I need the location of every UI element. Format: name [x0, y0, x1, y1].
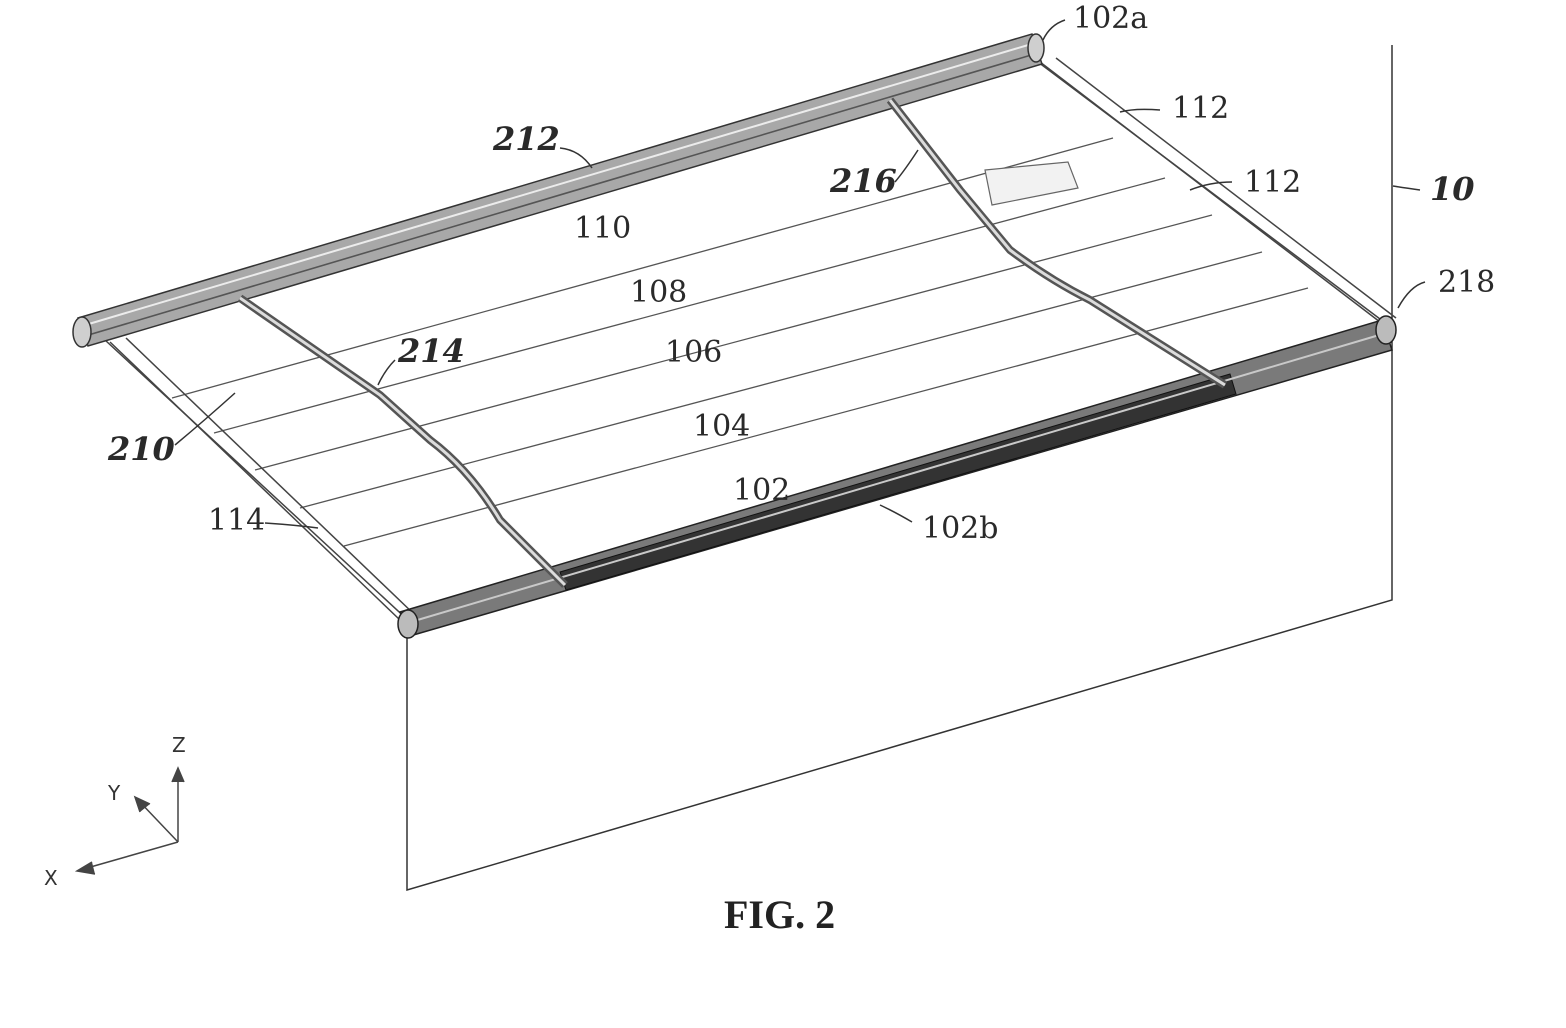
label-112-lower: 112	[1244, 165, 1301, 200]
label-218: 218	[1438, 265, 1495, 300]
label-210: 210	[107, 430, 175, 468]
axis-y-label: Y	[107, 781, 121, 805]
label-212: 212	[492, 120, 560, 158]
label-102a: 102a	[1073, 1, 1148, 36]
label-108: 108	[630, 275, 687, 310]
coordinate-axes	[77, 768, 184, 874]
label-110: 110	[574, 211, 631, 246]
label-112-upper: 112	[1172, 91, 1229, 126]
label-216: 216	[829, 162, 897, 200]
label-114: 114	[208, 503, 265, 538]
label-102b: 102b	[922, 511, 998, 546]
axis-x-label: X	[44, 866, 58, 890]
label-10: 10	[1430, 170, 1475, 208]
label-102: 102	[733, 473, 790, 508]
label-104: 104	[693, 409, 750, 444]
figure-caption: FIG. 2	[724, 892, 835, 937]
axis-z-label: Z	[172, 733, 186, 757]
label-214: 214	[397, 332, 465, 370]
label-106: 106	[665, 335, 722, 370]
